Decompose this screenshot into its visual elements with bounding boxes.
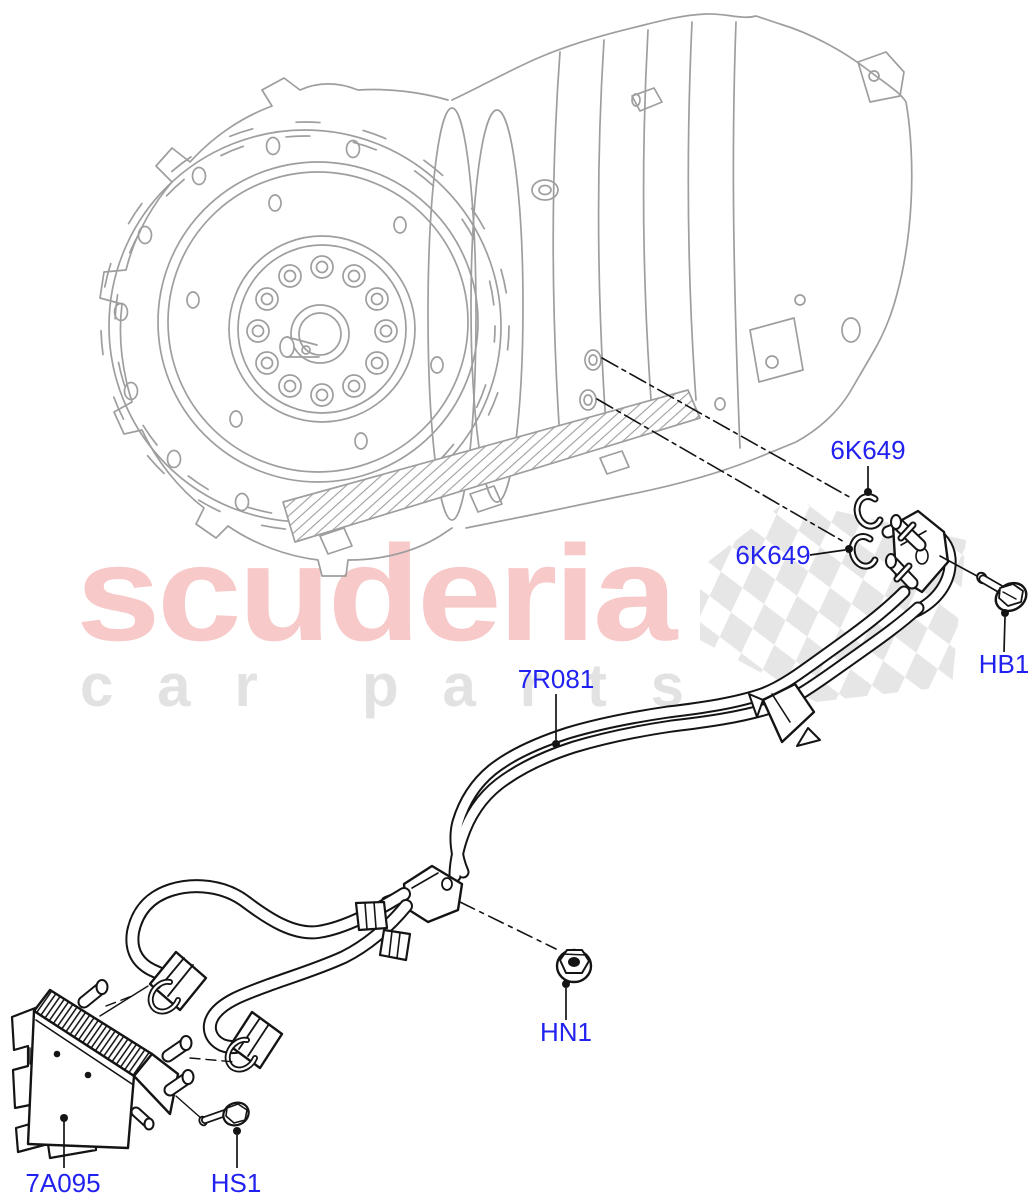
oil-cooler [10, 979, 195, 1160]
assembly-axis-upper [601, 357, 854, 500]
pipe-clamp [748, 682, 821, 747]
assembly-axis-lower [596, 398, 847, 544]
bolt-hb1 [939, 555, 1028, 613]
retaining-clip-upper [853, 493, 884, 530]
hose-connector-lower [224, 1010, 284, 1073]
nut-hn1 [459, 901, 593, 984]
oil-cooler-pipes [448, 585, 925, 883]
cooler-hoses [125, 879, 413, 1055]
part-label-6k649-upper[interactable]: 6K649 [830, 435, 905, 465]
hose-connector-upper [147, 950, 208, 1015]
transmission-drawing [99, 13, 913, 577]
leader-lines [60, 466, 1009, 1168]
hose-clamp-upper [354, 900, 389, 932]
pipe-head-fitting [885, 509, 950, 594]
oil-pan-rail [282, 389, 701, 543]
cooler-front-face [26, 1009, 136, 1150]
part-label-7r081[interactable]: 7R081 [518, 664, 595, 694]
gearbox-case [282, 13, 913, 555]
bolt-hs1 [198, 1101, 250, 1127]
pipe-ports [579, 349, 602, 411]
part-label-hs1[interactable]: HS1 [211, 1168, 262, 1198]
part-label-hb1[interactable]: HB1 [979, 649, 1030, 679]
part-label-6k649-lower[interactable]: 6K649 [735, 540, 810, 570]
cooler-end-face [132, 1052, 180, 1116]
bell-housing-flange [99, 77, 453, 577]
torque-converter [157, 161, 479, 483]
hose-clamp-lower [378, 928, 412, 962]
part-label-7a095[interactable]: 7A095 [25, 1168, 100, 1198]
retaining-clip-lower [848, 533, 879, 570]
part-labels: 6K649 6K649 HB1 7R081 HN1 7A095 HS1 [25, 435, 1029, 1198]
cooler-pipe-assembly [10, 357, 1028, 1160]
torque-converter-rollers [246, 255, 398, 407]
hose-upper-core [127, 881, 409, 980]
hose-lower-core [204, 901, 411, 1053]
part-label-hn1[interactable]: HN1 [540, 1017, 592, 1047]
watermark-brand-text: scuderia [76, 517, 679, 669]
